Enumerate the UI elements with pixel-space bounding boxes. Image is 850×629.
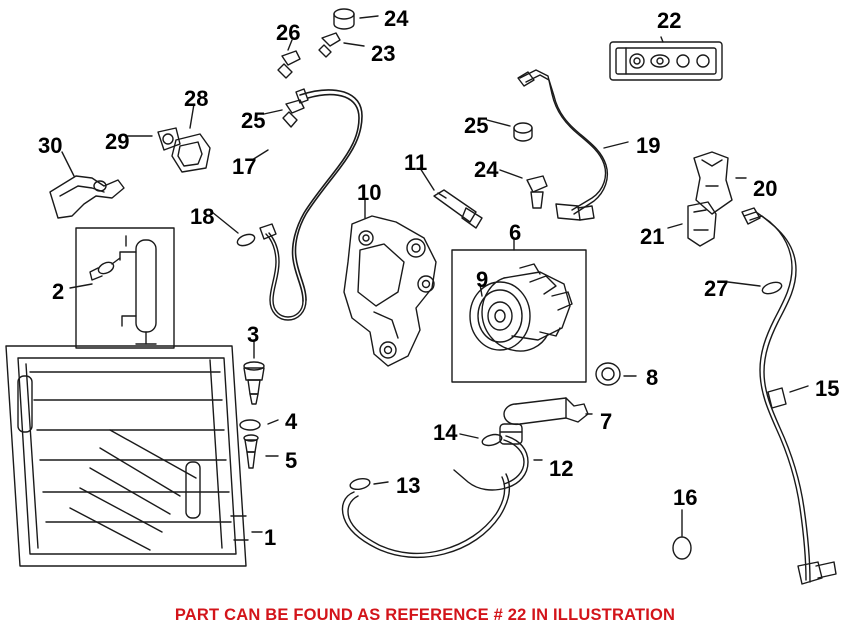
leader-25b: [486, 119, 511, 127]
callout-3: 3: [247, 322, 260, 347]
leader-30: [61, 151, 75, 177]
leader-21: [667, 223, 683, 229]
leader-23: [343, 42, 365, 47]
leader-27: [727, 281, 761, 287]
part-22-connector-block: [609, 41, 723, 81]
callout-25-right: 25: [464, 113, 489, 138]
leader-22: [660, 36, 664, 43]
footer-reference-note: PART CAN BE FOUND AS REFERENCE # 22 IN I…: [174, 606, 676, 624]
part-26-valve: [277, 50, 301, 79]
part-16-seal: [672, 536, 692, 560]
part-29-clamp: [157, 127, 181, 151]
part-27-seal: [761, 281, 783, 295]
part-25b-seal: [513, 122, 533, 142]
callout-11: 11: [404, 150, 428, 175]
part-12-hose: [453, 423, 529, 491]
leader-14: [459, 433, 479, 439]
callout-8: 8: [646, 365, 659, 390]
callout-4: 4: [285, 409, 298, 434]
part-25-valve-left: [282, 99, 305, 128]
part-5-valve: [243, 434, 259, 469]
part-18-seal: [236, 233, 256, 247]
leader-4: [267, 419, 279, 425]
part-21-bracket: [687, 201, 717, 247]
leader-2: [69, 283, 93, 289]
part-30-bracket: [49, 175, 125, 219]
leader-28: [189, 103, 195, 129]
leader-19: [603, 141, 629, 149]
leader-18: [211, 211, 239, 234]
callout-6: 6: [509, 220, 522, 245]
leader-11: [419, 167, 435, 191]
part-3-pressure-switch: [243, 361, 265, 405]
callout-19: 19: [636, 133, 661, 158]
callout-27: 27: [704, 276, 729, 301]
part-1-condenser: [5, 345, 249, 567]
callout-2: 2: [52, 279, 65, 304]
part-17-hose: [259, 88, 363, 321]
callout-22: 22: [657, 8, 682, 33]
part-8-seal: [595, 362, 621, 386]
callout-16: 16: [673, 485, 698, 510]
callout-21: 21: [640, 224, 665, 249]
part-28-bracket: [171, 133, 211, 173]
lower-hose-run: [341, 473, 511, 559]
part-24b-valve: [526, 175, 548, 209]
callout-20: 20: [753, 176, 778, 201]
part-10-compressor-bracket: [343, 215, 437, 367]
callout-23: 23: [371, 41, 396, 66]
callout-17: 17: [232, 154, 257, 179]
callout-29: 29: [105, 129, 130, 154]
callout-13: 13: [396, 473, 421, 498]
callout-25: 25: [241, 108, 266, 133]
callout-9: 9: [476, 267, 489, 292]
callout-15: 15: [815, 376, 840, 401]
leader-24-top: [359, 15, 379, 19]
part-7-pipe: [503, 397, 589, 426]
callout-30: 30: [38, 133, 63, 158]
leader-13: [373, 481, 389, 485]
callout-12: 12: [549, 456, 574, 481]
leader-17: [251, 149, 269, 161]
part-4-seal: [239, 419, 261, 431]
callout-7: 7: [600, 409, 613, 434]
callout-5: 5: [285, 448, 298, 473]
part-23-valve: [318, 32, 341, 58]
part-14-seal: [481, 433, 503, 447]
callout-1: 1: [264, 525, 277, 550]
part-15-line: [741, 207, 837, 585]
leader-26: [287, 39, 293, 51]
callout-24-right: 24: [474, 157, 499, 182]
leader-9: [479, 283, 483, 297]
part-13-seal: [349, 477, 371, 491]
callout-24: 24: [384, 6, 409, 31]
callout-26: 26: [276, 20, 301, 45]
part-9-compressor: [469, 263, 573, 352]
callout-14: 14: [433, 420, 458, 445]
callout-10: 10: [357, 180, 382, 205]
part-2-receiver-box: [75, 227, 175, 349]
part-20-bracket: [693, 151, 733, 215]
part-6-compressor-box: [451, 249, 587, 383]
part-24-seal-top: [333, 8, 355, 30]
part-19-hose: [517, 69, 609, 221]
leader-24b: [499, 169, 523, 179]
leader-15: [789, 385, 809, 393]
callout-28: 28: [184, 86, 209, 111]
leader-25-left: [263, 109, 283, 115]
part-11-bolt: [433, 189, 483, 229]
callout-18: 18: [190, 204, 215, 229]
